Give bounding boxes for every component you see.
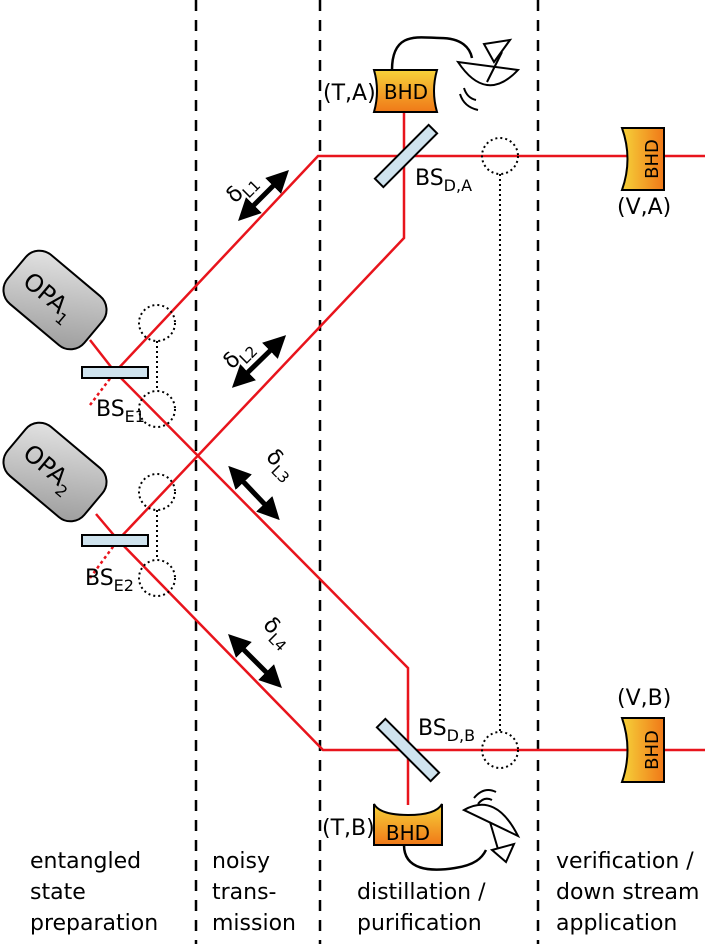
bs-db-plate [375, 717, 441, 783]
section-line: noisy [212, 849, 270, 874]
section-line: preparation [30, 911, 159, 936]
section-verification-application: verification / down stream application [556, 846, 699, 939]
bhd-vb-body [620, 717, 665, 783]
bhd-tb: BHD [373, 803, 488, 871]
delay-arrow-l3 [228, 465, 280, 521]
bhd-vb-label: BHD [642, 730, 663, 770]
bs-e1-plate [81, 366, 149, 379]
dish-a-feed [486, 51, 503, 83]
opa-2-body [2, 421, 108, 523]
bhd-ta-cable [390, 36, 474, 71]
beam-bse2-to-bsdb [117, 539, 705, 752]
bs-e2-label: BSE2 [85, 566, 134, 595]
mode-circle-6 [481, 731, 519, 769]
bhd-va-label: BHD [642, 139, 663, 179]
opa-1: OPA1 [2, 249, 108, 351]
beam-opa1-to-bsda [89, 154, 705, 374]
delay-l4-label: δL4 [255, 612, 298, 655]
section-line: trans- [212, 880, 277, 905]
dish-a-bowl [455, 60, 521, 87]
section-noisy-transmission: noisy trans- mission [212, 846, 296, 939]
vacuum-inputs [88, 371, 120, 579]
section-line: mission [212, 911, 296, 936]
bhd-va: BHD [620, 127, 665, 191]
bhd-tb-cable [402, 844, 488, 871]
dish-b-bowl [461, 803, 521, 839]
bhd-tb-label: BHD [386, 821, 430, 845]
dish-a-mount [482, 38, 513, 64]
mode-circle-4 [138, 559, 176, 597]
bhd-ta-label: BHD [384, 80, 428, 104]
bs-db-label: BSD,B [418, 716, 475, 745]
section-line: distillation / [357, 880, 486, 905]
delay-arrow-l1 [238, 170, 289, 221]
opa-1-body [2, 249, 108, 351]
mode-circle-1 [138, 304, 176, 342]
section-line: purification [357, 911, 482, 936]
delay-l1-label: δL1 [222, 169, 265, 212]
bhd-ta-body [372, 69, 439, 113]
bs-da-label: BSD,A [415, 166, 472, 195]
delay-arrow-l4 [228, 634, 282, 688]
detector-vb-label: (V,B) [617, 686, 671, 711]
section-line: entangled [30, 849, 142, 874]
delay-l2-label: δL2 [219, 335, 262, 378]
bhd-vb: BHD [620, 717, 665, 783]
dish-a-waves [459, 87, 479, 111]
delay-arrow-l2 [231, 335, 287, 388]
laser-beams [89, 93, 705, 805]
mode-circle-2 [138, 390, 176, 428]
section-line: application [556, 911, 678, 936]
delay-l3-label: δL3 [258, 444, 301, 487]
dish-b-mount [489, 842, 516, 864]
detector-tb-label: (T,B) [322, 816, 375, 841]
section-line: state [30, 880, 86, 905]
bhd-va-body [620, 127, 665, 191]
section-dividers [194, 0, 540, 944]
delay-arrows [228, 170, 289, 688]
bs-e2-plate [81, 534, 149, 547]
dish-b-waves [473, 789, 497, 805]
bhd-ta: BHD [372, 36, 474, 113]
mode-circle-3 [138, 473, 176, 511]
detector-va-label: (V,A) [617, 195, 671, 220]
satellite-dish-icon [455, 38, 521, 111]
bhd-tb-body [373, 803, 443, 846]
detector-ta-label: (T,A) [323, 81, 376, 106]
section-distillation-purification: distillation / purification [357, 877, 486, 939]
bs-e1-label: BSE1 [96, 397, 145, 426]
opa-2: OPA2 [2, 421, 108, 523]
section-line: down stream [556, 880, 700, 905]
satellite-dish-icon [461, 789, 521, 864]
section-entangled-state-preparation: entangled state preparation [30, 846, 158, 939]
beam-opa2-to-bsda [95, 93, 406, 542]
vacuum-input-e1 [89, 371, 116, 406]
section-line: verification / [556, 849, 694, 874]
mode-markers [138, 137, 519, 769]
vacuum-input-e2 [88, 539, 120, 579]
mode-circle-5 [481, 137, 519, 175]
bs-da-plate [373, 123, 439, 189]
